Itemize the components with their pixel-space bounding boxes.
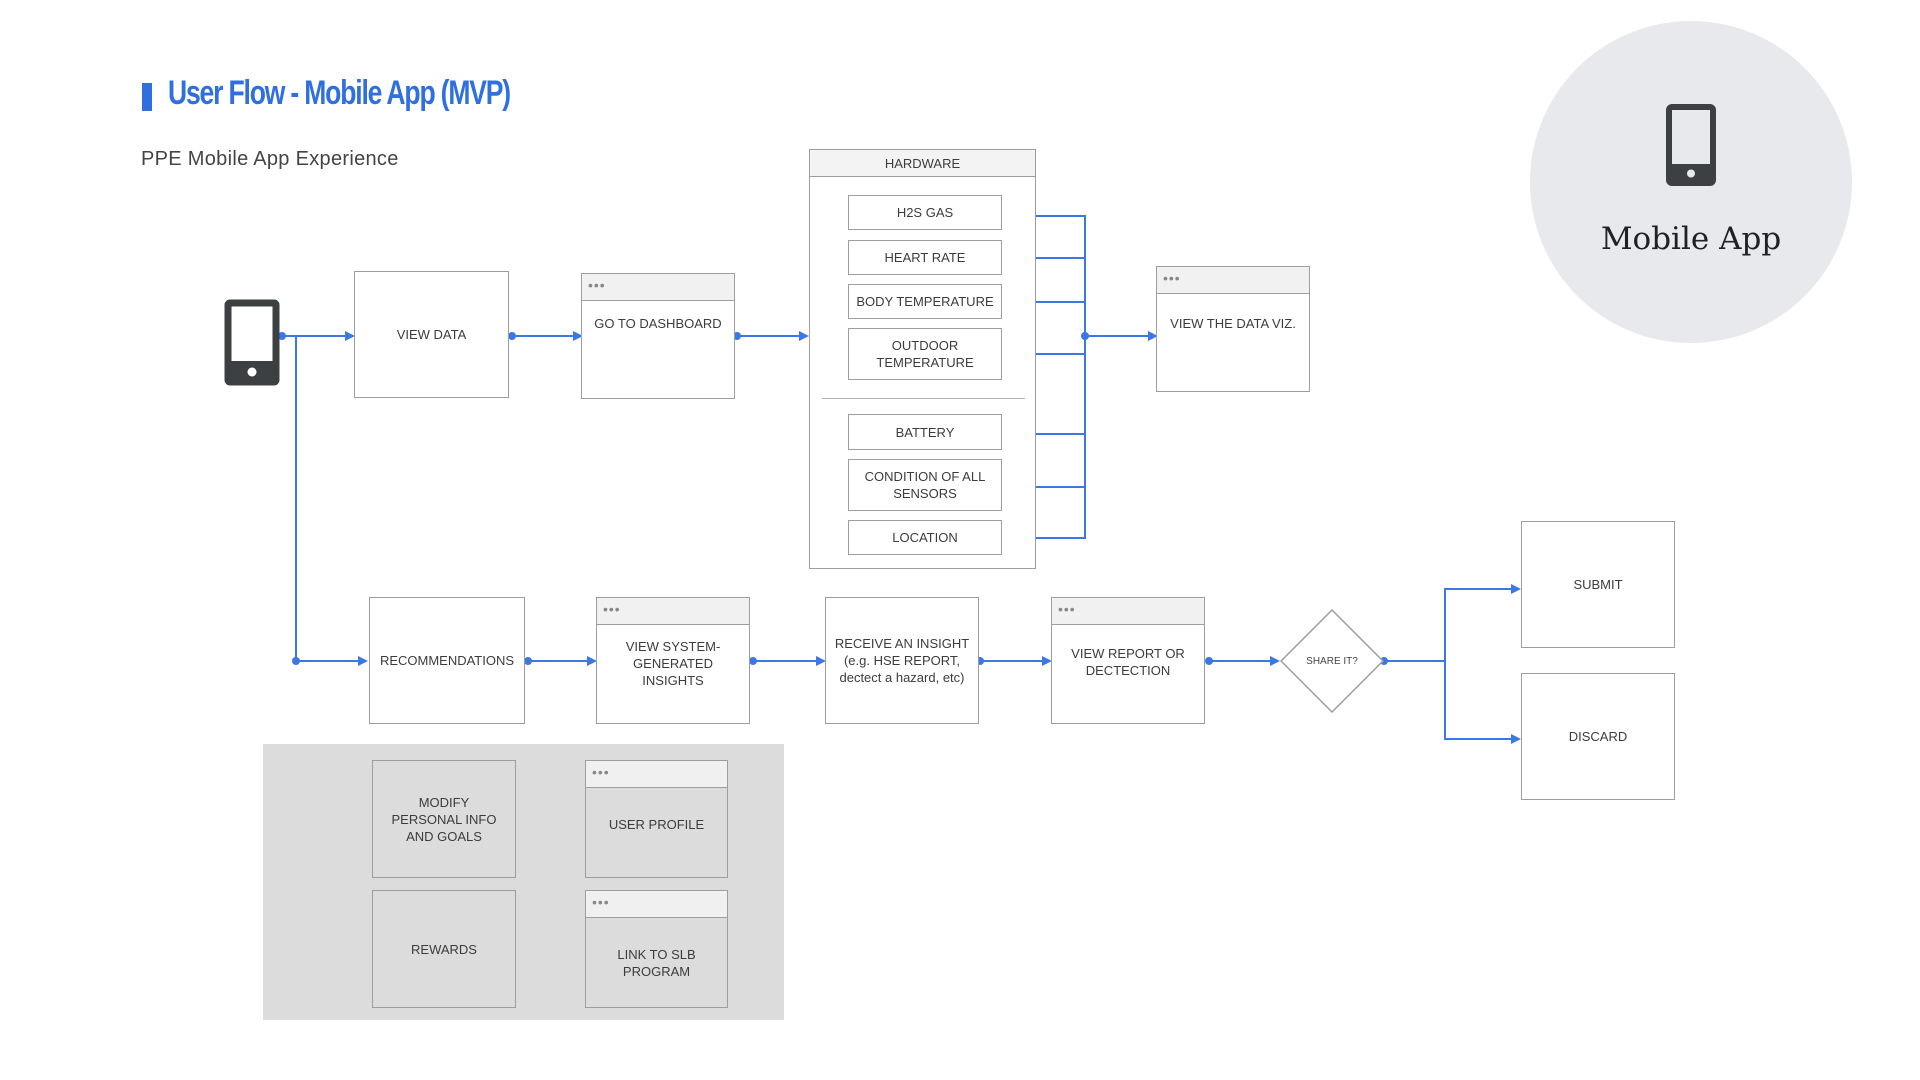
mobile-phone-icon	[1666, 104, 1716, 191]
view-report-screen[interactable]: ••• VIEW REPORT OR DECTECTION	[1051, 597, 1205, 724]
window-dots-icon: •••	[1163, 270, 1181, 286]
hw-item-location[interactable]: LOCATION	[848, 520, 1002, 555]
hw-item-outdoor-temperature[interactable]: OUTDOOR TEMPERATURE	[848, 328, 1002, 380]
diamond-shape	[1280, 609, 1384, 713]
recommendations-label: RECOMMENDATIONS	[379, 653, 515, 668]
receive-insight-node[interactable]: RECEIVE AN INSIGHT (e.g. HSE REPORT, dec…	[825, 597, 979, 724]
view-report-label: VIEW REPORT OR DECTECTION	[1071, 646, 1185, 678]
badge-label: Mobile App	[1600, 221, 1782, 257]
user-profile-screen[interactable]: ••• USER PROFILE	[585, 760, 728, 878]
title-accent-bar	[142, 83, 152, 111]
hw-item-label: BATTERY	[895, 424, 955, 440]
window-bar: •••	[1157, 267, 1309, 294]
hw-item-label: BODY TEMPERATURE	[856, 294, 994, 309]
view-data-viz-screen[interactable]: ••• VIEW THE DATA VIZ.	[1156, 266, 1310, 392]
hw-item-h2s-gas[interactable]: H2S GAS	[848, 195, 1002, 230]
share-decision-node[interactable]: SHARE IT?	[1280, 609, 1384, 713]
window-dots-icon: •••	[588, 277, 606, 293]
view-insights-label: VIEW SYSTEM-GENERATED INSIGHTS	[625, 639, 721, 688]
window-bar: •••	[597, 598, 749, 625]
page-title: User Flow - Mobile App (MVP)	[168, 74, 511, 112]
recommendations-node[interactable]: RECOMMENDATIONS	[369, 597, 525, 724]
hw-item-label: CONDITION OF ALL SENSORS	[864, 469, 986, 501]
rewards-label: REWARDS	[411, 941, 477, 957]
view-data-viz-label: VIEW THE DATA VIZ.	[1170, 316, 1296, 331]
hw-item-label: H2S GAS	[896, 205, 954, 220]
page-subtitle: PPE Mobile App Experience	[141, 148, 399, 170]
submit-node[interactable]: SUBMIT	[1521, 521, 1675, 648]
window-dots-icon: •••	[592, 764, 610, 780]
hw-item-battery[interactable]: BATTERY	[848, 414, 1002, 450]
hw-item-body-temperature[interactable]: BODY TEMPERATURE	[848, 284, 1002, 319]
hw-item-condition-sensors[interactable]: CONDITION OF ALL SENSORS	[848, 459, 1002, 511]
window-bar: •••	[582, 274, 734, 301]
hardware-title: HARDWARE	[810, 150, 1035, 177]
discard-label: DISCARD	[1568, 729, 1628, 744]
hw-item-label: OUTDOOR TEMPERATURE	[876, 338, 974, 370]
window-bar: •••	[586, 761, 727, 788]
submit-label: SUBMIT	[1573, 577, 1623, 592]
go-to-dashboard-screen[interactable]: ••• GO TO DASHBOARD	[581, 273, 735, 399]
hw-item-heart-rate[interactable]: HEART RATE	[848, 240, 1002, 275]
window-dots-icon: •••	[1058, 601, 1076, 617]
link-program-label: LINK TO SLB PROGRAM	[617, 947, 696, 979]
hw-item-label: LOCATION	[892, 530, 958, 545]
modify-info-label: MODIFY PERSONAL INFO AND GOALS	[391, 794, 497, 844]
modify-info-node[interactable]: MODIFY PERSONAL INFO AND GOALS	[372, 760, 516, 878]
discard-node[interactable]: DISCARD	[1521, 673, 1675, 800]
window-bar: •••	[1052, 598, 1204, 625]
link-program-screen[interactable]: ••• LINK TO SLB PROGRAM	[585, 890, 728, 1008]
window-bar: •••	[586, 891, 727, 918]
rewards-node[interactable]: REWARDS	[372, 890, 516, 1008]
view-data-label: VIEW DATA	[396, 327, 467, 342]
hw-item-label: HEART RATE	[884, 250, 966, 265]
window-dots-icon: •••	[603, 601, 621, 617]
share-decision-label: SHARE IT?	[1306, 655, 1358, 667]
mobile-app-badge: Mobile App	[1530, 21, 1852, 343]
window-dots-icon: •••	[592, 894, 610, 910]
hardware-panel: HARDWARE H2S GAS HEART RATE BODY TEMPERA…	[809, 149, 1036, 569]
receive-insight-label: RECEIVE AN INSIGHT (e.g. HSE REPORT, dec…	[834, 636, 970, 685]
go-to-dashboard-label: GO TO DASHBOARD	[594, 316, 722, 331]
start-phone-icon	[224, 299, 280, 391]
view-insights-screen[interactable]: ••• VIEW SYSTEM-GENERATED INSIGHTS	[596, 597, 750, 724]
user-profile-label: USER PROFILE	[608, 817, 705, 832]
view-data-node[interactable]: VIEW DATA	[354, 271, 509, 398]
hardware-divider	[822, 398, 1025, 399]
